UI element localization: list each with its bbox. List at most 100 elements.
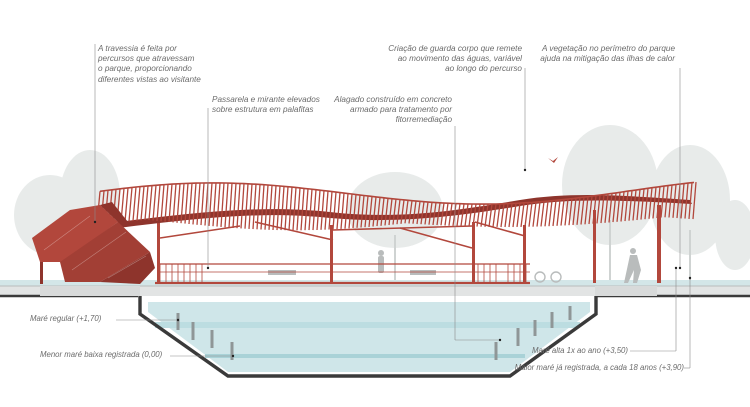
ramp-upper	[32, 205, 118, 262]
bench	[410, 270, 436, 275]
guardrail-slat	[264, 184, 269, 230]
wave-guardrail	[96, 181, 697, 231]
guardrail-slat	[260, 184, 265, 230]
guardrail-slat	[500, 203, 505, 228]
guardrail-slat	[240, 183, 245, 229]
guardrail-slat	[660, 186, 665, 218]
guardrail-slat	[140, 186, 145, 221]
guardrail-slat	[516, 203, 521, 227]
guardrail-slat	[408, 200, 413, 224]
guardrail-slat	[152, 185, 157, 221]
guardrail-slat	[388, 198, 393, 226]
guardrail-slat	[468, 203, 473, 227]
guardrail-slat	[652, 187, 657, 219]
column	[593, 210, 596, 283]
leader-dot	[206, 266, 210, 270]
guardrail-slat	[420, 201, 425, 225]
guardrail-slat	[496, 203, 501, 227]
guardrail-slat	[548, 200, 553, 227]
guardrail-slat	[360, 195, 365, 228]
ground-fill-right	[595, 286, 657, 296]
guardrail-slat	[472, 204, 477, 227]
guardrail-slat	[456, 203, 461, 227]
guardrail-slat	[336, 192, 341, 230]
column	[330, 225, 333, 283]
guardrail-slat	[204, 182, 209, 226]
guardrail-slat	[568, 198, 573, 226]
note-guarda-corpo: Criação de guarda corpo que remete ao mo…	[388, 44, 522, 74]
guardrail-slat	[632, 189, 637, 221]
guardrail-slat	[620, 191, 625, 222]
note-alagado: Alagado construído em concreto armado pa…	[334, 95, 452, 125]
guardrail-slat	[668, 184, 673, 218]
leader-dots	[93, 168, 692, 358]
guardrail-slat	[584, 196, 589, 225]
guardrail-slat	[540, 201, 545, 227]
ramp-lower	[100, 252, 155, 284]
guardrail-slat	[384, 198, 389, 226]
guardrail-slat	[156, 184, 161, 221]
guardrail-slat	[200, 182, 205, 226]
guardrail-slat	[588, 196, 593, 225]
guardrail-slat	[412, 201, 417, 224]
guardrail-slat	[192, 183, 197, 225]
guardrail-slat	[208, 182, 213, 226]
guardrail-slat	[492, 203, 497, 227]
guardrail-slat	[416, 201, 421, 225]
guardrail-slat	[220, 182, 225, 227]
guardrail-slat	[440, 202, 445, 226]
guardrail-slat	[312, 189, 317, 231]
guardrail-slat	[612, 192, 617, 223]
guardrail-slat	[664, 185, 669, 218]
guardrail-slat	[356, 194, 361, 228]
guardrail-slat	[444, 203, 449, 226]
bracing	[159, 221, 526, 249]
guardrail-slat	[448, 203, 453, 226]
guardrail-slat	[304, 188, 309, 231]
guardrail-slat	[592, 195, 597, 224]
guardrail-slat	[628, 190, 633, 221]
level-menor-mare: Menor maré baixa registrada (0,00)	[40, 350, 163, 359]
guardrail-slat	[552, 200, 557, 227]
guardrail-slat	[544, 201, 549, 227]
ground-slab	[0, 286, 750, 296]
guardrail-slat	[508, 203, 513, 228]
guardrail-slat	[164, 184, 169, 222]
runner-head	[630, 248, 636, 254]
guardrail-slat	[504, 203, 509, 228]
guardrail-slat	[524, 202, 529, 227]
guardrail-slat	[296, 187, 301, 231]
guardrail-slat	[316, 190, 321, 231]
note-vegetacao: A vegetação no perímetro do parque ajuda…	[540, 44, 675, 64]
guardrail-slat	[512, 203, 517, 228]
guardrail-slat	[252, 184, 257, 230]
guardrail-slat	[288, 187, 293, 231]
guardrail-slat	[300, 188, 305, 231]
water-band-low	[205, 354, 525, 358]
column	[472, 222, 475, 283]
guardrail-slat	[576, 197, 581, 225]
level-mare-alta: Maré alta 1x ao ano (+3,50)	[531, 346, 628, 355]
column	[523, 225, 526, 283]
guardrail-slat	[324, 191, 329, 230]
guardrail-slat	[460, 203, 465, 227]
guardrail-slat	[376, 197, 381, 227]
guardrail-slat	[272, 185, 277, 231]
guardrail-slat	[308, 189, 313, 231]
water-band-regular	[155, 322, 580, 328]
guardrail-slat	[144, 185, 149, 221]
guardrail-slat	[480, 204, 485, 227]
guardrail-slat	[424, 201, 429, 225]
bench	[268, 270, 296, 275]
guardrail-slat	[228, 183, 233, 228]
guardrail-slat	[176, 183, 181, 223]
note-travessia: A travessia é feita por percursos que at…	[98, 44, 201, 84]
column	[657, 205, 661, 283]
leader-dot	[498, 338, 502, 342]
guardrail-slat	[580, 197, 585, 225]
level-maior-mare: Maior maré já registrada, a cada 18 anos…	[514, 363, 684, 372]
guardrail-slat	[640, 188, 645, 220]
guardrail-slat	[520, 202, 525, 227]
guardrail-slat	[132, 186, 137, 222]
